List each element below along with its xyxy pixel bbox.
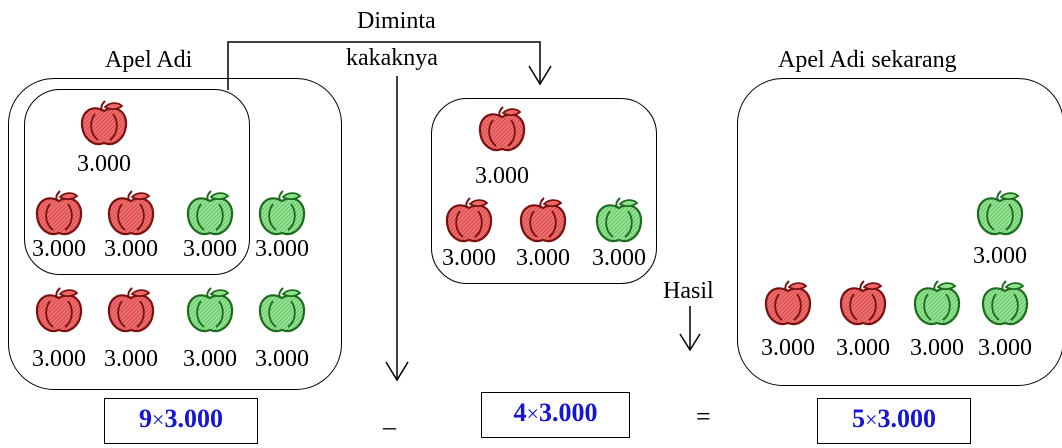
right-formula-price: 3.000 [877, 404, 936, 433]
right-formula-times: × [865, 407, 878, 432]
red-apple-icon [762, 278, 814, 328]
apple-price-label: 3.000 [910, 335, 964, 361]
left-formula-box: 9×3.000 [104, 398, 258, 444]
green-apple-icon [256, 285, 308, 335]
middle-group-box [431, 98, 657, 284]
apple-price-label: 3.000 [183, 346, 237, 372]
apple-price-label: 3.000 [255, 236, 309, 262]
apple-price-label: 3.000 [104, 346, 158, 372]
apple-price-label: 3.000 [592, 245, 646, 271]
request-arrowhead [528, 65, 552, 86]
right-formula-box: 5×3.000 [817, 398, 971, 444]
red-apple-icon [105, 188, 157, 238]
left-formula-times: × [152, 407, 165, 432]
green-apple-icon [184, 285, 236, 335]
request-label-line1: Diminta [357, 8, 436, 34]
apple-price-label: 3.000 [77, 151, 131, 177]
red-apple-icon [78, 98, 130, 148]
apple-price-label: 3.000 [516, 245, 570, 271]
green-apple-icon [911, 278, 963, 328]
right-formula-count: 5 [852, 404, 866, 433]
apple-price-label: 3.000 [475, 163, 529, 189]
left-taken-subgroup-box [24, 89, 250, 275]
apple-price-label: 3.000 [255, 346, 309, 372]
red-apple-icon [476, 104, 528, 154]
right-group-box [737, 78, 1062, 386]
result-label: Hasil [663, 278, 714, 304]
left-formula-count: 9 [139, 404, 153, 433]
request-label-line2: kakaknya [346, 45, 438, 71]
apple-price-label: 3.000 [836, 335, 890, 361]
minus-operator: – [383, 412, 396, 441]
middle-formula-count: 4 [513, 398, 527, 427]
apple-price-label: 3.000 [442, 245, 496, 271]
green-apple-icon [256, 188, 308, 238]
apple-price-label: 3.000 [973, 243, 1027, 269]
middle-formula-box: 4×3.000 [481, 392, 630, 438]
left-group-title: Apel Adi [105, 47, 193, 73]
green-apple-icon [184, 188, 236, 238]
left-formula-price: 3.000 [164, 404, 223, 433]
red-apple-icon [443, 195, 495, 245]
red-apple-icon [33, 188, 85, 238]
red-apple-icon [837, 278, 889, 328]
apple-price-label: 3.000 [32, 346, 86, 372]
middle-formula-price: 3.000 [538, 398, 598, 427]
result-arrowhead [679, 333, 701, 352]
left-group-box [8, 78, 342, 390]
apple-price-label: 3.000 [761, 335, 815, 361]
middle-formula-times: × [526, 401, 539, 426]
green-apple-icon [979, 278, 1031, 328]
right-group-title: Apel Adi sekarang [778, 47, 957, 73]
red-apple-icon [105, 285, 157, 335]
green-apple-icon [593, 195, 645, 245]
apple-price-label: 3.000 [104, 236, 158, 262]
equals-operator: = [696, 402, 711, 431]
request-arrow-line [227, 41, 541, 90]
apple-price-label: 3.000 [978, 335, 1032, 361]
apple-price-label: 3.000 [32, 236, 86, 262]
red-apple-icon [517, 195, 569, 245]
green-apple-icon [974, 188, 1026, 238]
minus-arrowhead [385, 361, 409, 382]
red-apple-icon [33, 285, 85, 335]
apple-price-label: 3.000 [183, 236, 237, 262]
